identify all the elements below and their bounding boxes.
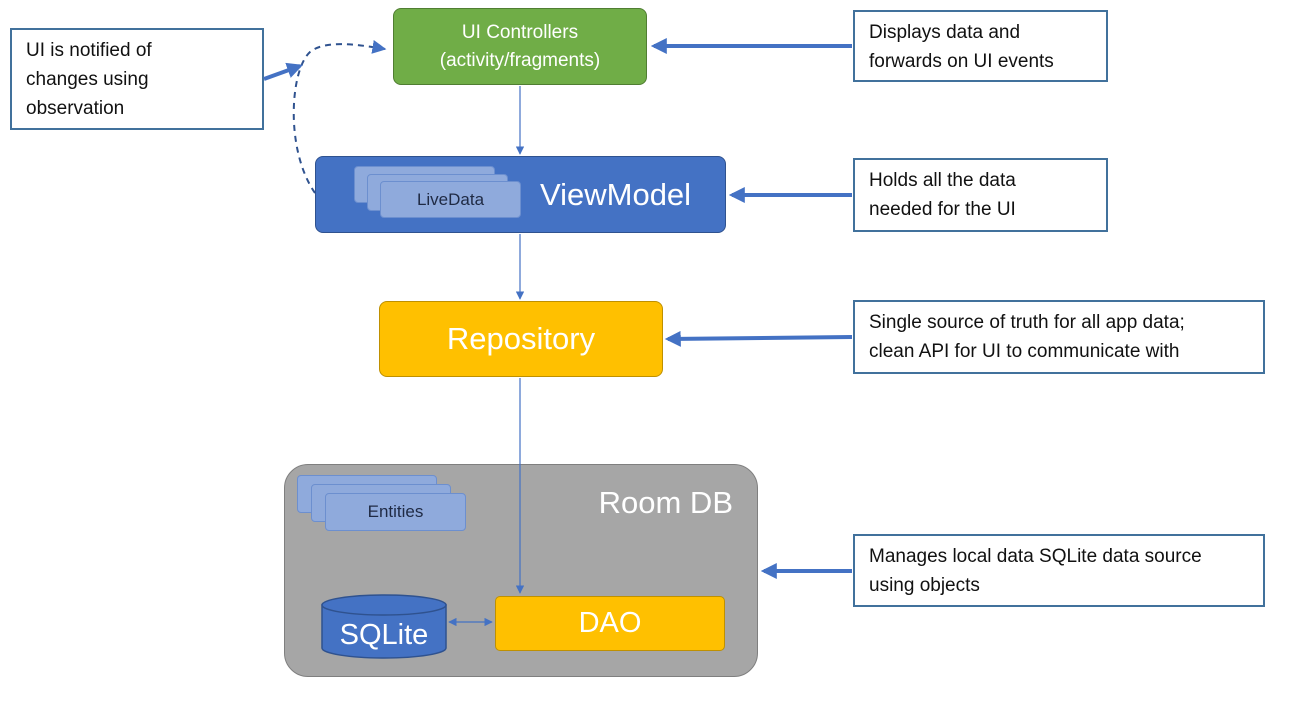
note-observation: UI is notified of changes using observat… xyxy=(10,28,264,130)
dao-box: DAO xyxy=(495,596,725,651)
room-db-label: Room DB xyxy=(598,485,733,520)
note-ui-controllers: Displays data and forwards on UI events xyxy=(853,10,1108,82)
ui-controllers-title: UI Controllers xyxy=(461,21,579,43)
note-room-db: Manages local data SQLite data source us… xyxy=(853,534,1265,607)
note-viewmodel: Holds all the data needed for the UI xyxy=(853,158,1108,232)
repository-box: Repository xyxy=(379,301,663,377)
livedata-card-front: LiveData xyxy=(380,181,521,218)
note-repository: Single source of truth for all app data;… xyxy=(853,300,1265,374)
arrow-note-observation xyxy=(263,62,304,81)
dao-label: DAO xyxy=(578,607,642,639)
repository-label: Repository xyxy=(446,321,596,356)
sqlite-label: SQLite xyxy=(339,618,429,651)
arrow-note-repository xyxy=(664,330,853,347)
viewmodel-label: ViewModel xyxy=(540,177,692,212)
ui-controllers-subtitle: (activity/fragments) xyxy=(439,49,601,71)
livedata-label: LiveData xyxy=(416,189,485,209)
ui-controllers-box: UI Controllers (activity/fragments) xyxy=(393,8,647,85)
entities-card-front: Entities xyxy=(325,493,466,531)
entities-label: Entities xyxy=(367,502,424,521)
